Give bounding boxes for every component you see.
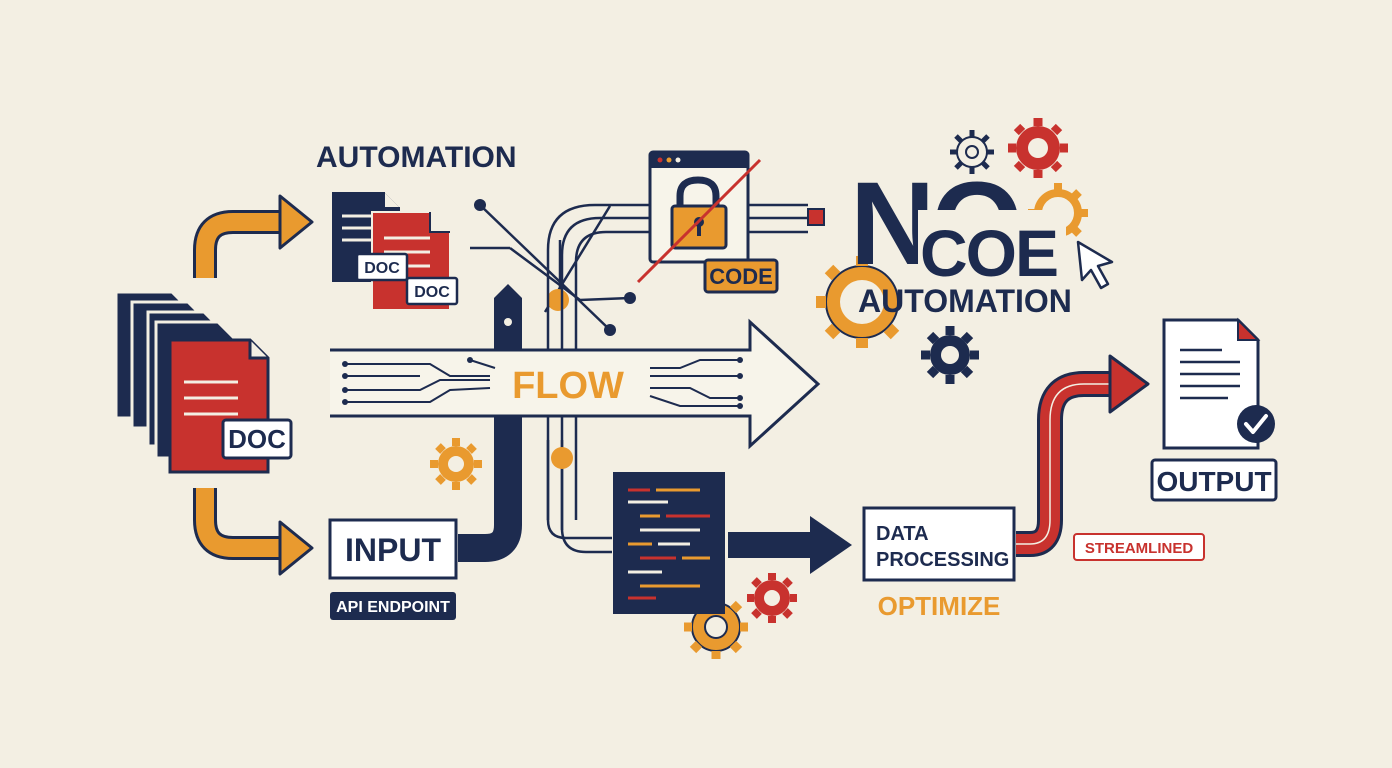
automation-right-label: AUTOMATION	[858, 283, 1072, 319]
node-dot	[474, 199, 486, 211]
document-stack-icon	[114, 290, 270, 474]
node-dot-orange	[551, 447, 573, 469]
curved-arrow-bottom	[193, 488, 314, 576]
flow-arrow	[330, 318, 821, 450]
gear-icon	[1008, 118, 1068, 178]
coe-label: COE	[920, 216, 1057, 290]
output-label: OUTPUT	[1156, 466, 1271, 497]
navy-pipe	[458, 284, 522, 562]
doc-small-badge-2	[405, 276, 459, 306]
cursor-icon	[1076, 240, 1114, 290]
data-processing-box	[862, 506, 1016, 582]
code-screen-icon	[613, 472, 725, 614]
doc-main-badge	[221, 418, 293, 460]
node-dot	[624, 292, 636, 304]
gear-icon	[747, 573, 797, 623]
lock-browser-icon	[636, 150, 762, 284]
gear-icon	[430, 438, 482, 490]
node-dot	[604, 324, 616, 336]
input-label: INPUT	[345, 532, 441, 568]
data-processing-label-2: PROCESSING	[876, 549, 1009, 571]
code-label: CODE	[709, 264, 773, 289]
doc-main-label: DOC	[228, 424, 286, 454]
streamlined-label: STREAMLINED	[1085, 540, 1194, 557]
arrow-to-processing	[728, 516, 852, 574]
output-box	[1150, 458, 1278, 502]
streamlined-badge	[1073, 533, 1205, 561]
api-endpoint-badge	[330, 592, 456, 620]
optimize-label: OPTIMIZE	[878, 591, 1001, 621]
api-endpoint-label: API ENDPOINT	[336, 599, 450, 616]
node-dot-orange	[547, 289, 569, 311]
gear-icon	[950, 130, 994, 174]
flow-label: FLOW	[512, 365, 624, 407]
gear-icon	[921, 326, 979, 384]
data-processing-label-1: DATA	[876, 523, 929, 545]
doc-small-badge-1	[355, 252, 409, 282]
gear-icon	[684, 595, 748, 659]
pipe-lines	[546, 203, 808, 554]
connector-square	[807, 208, 825, 226]
input-box	[328, 518, 458, 580]
curved-arrow-red	[1016, 354, 1150, 557]
code-badge	[703, 258, 779, 294]
automation-heading: AUTOMATION	[316, 141, 517, 174]
output-document-icon	[1162, 317, 1261, 450]
doc-small-label-1: DOC	[364, 260, 400, 277]
gear-icon	[816, 256, 900, 348]
doc-small-label-2: DOC	[414, 284, 450, 301]
coe-backdrop	[918, 210, 1066, 282]
checkmark-icon	[1237, 405, 1275, 443]
curved-arrow-top	[193, 194, 314, 278]
